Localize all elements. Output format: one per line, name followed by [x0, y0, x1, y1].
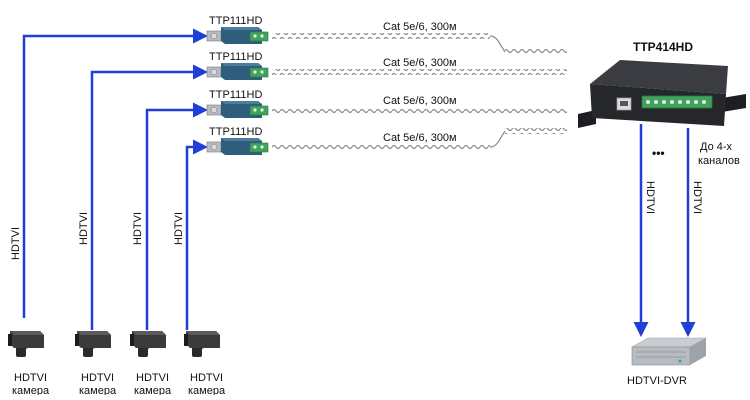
camera-icon [75, 331, 111, 357]
balun-1: TTP111HD [206, 15, 269, 44]
camera-label-line2-4: камера [188, 385, 226, 395]
camera-label-line1-4: HDTVI [190, 372, 223, 384]
output-label-2: HDTVI [691, 181, 703, 214]
balun-label-3: TTP111HD [209, 89, 262, 101]
signal-arrow-4 [185, 139, 208, 330]
camera-label-line1-3: HDTVI [136, 372, 169, 384]
signal-label-1: HDTVI [10, 227, 22, 260]
camera-icon [184, 331, 220, 357]
signal-label-4: HDTVI [173, 212, 185, 245]
cable-4 [272, 128, 567, 150]
signal-label-3: HDTVI [132, 212, 144, 245]
camera-icon [130, 331, 166, 357]
camera-icon [8, 331, 44, 357]
signal-arrow-1 [22, 28, 208, 318]
balun-4: TTP111HD [206, 126, 269, 155]
output-label-1: HDTVI [644, 181, 656, 214]
cable-2 [272, 69, 567, 75]
dvr-device-icon [630, 337, 708, 366]
cable-3 [272, 107, 567, 113]
channels-label-line2: каналов [698, 155, 740, 167]
signal-arrow-2 [90, 64, 208, 330]
hub-device [578, 60, 746, 128]
channels-label-line1: До 4-х [700, 141, 733, 153]
cable-label-1: Cat 5e/6, 300м [383, 21, 457, 33]
cable-1 [272, 33, 567, 55]
signal-arrow-3 [145, 102, 208, 330]
balun-label-1: TTP111HD [209, 15, 262, 27]
signal-label-2: HDTVI [78, 212, 90, 245]
camera-label-line2-1: камера [12, 385, 50, 395]
camera-label-line1-1: HDTVI [14, 372, 47, 384]
balun-label-2: TTP111HD [209, 51, 262, 63]
camera-label-line2-3: камера [134, 385, 172, 395]
terminal-block-icon [641, 95, 713, 109]
camera-label-line1-2: HDTVI [81, 372, 114, 384]
balun-2: TTP111HD [206, 51, 269, 80]
cable-label-3: Cat 5e/6, 300м [383, 95, 457, 107]
balun-label-4: TTP111HD [209, 126, 262, 138]
ellipsis-dots: ••• [652, 146, 665, 160]
cable-label-2: Cat 5e/6, 300м [383, 57, 457, 69]
dvr-label: HDTVI-DVR [627, 375, 687, 387]
balun-3: TTP111HD [206, 89, 269, 118]
hub-label: TTP414HD [633, 40, 693, 54]
cable-label-4: Cat 5e/6, 300м [383, 132, 457, 144]
camera-label-line2-2: камера [79, 385, 117, 395]
